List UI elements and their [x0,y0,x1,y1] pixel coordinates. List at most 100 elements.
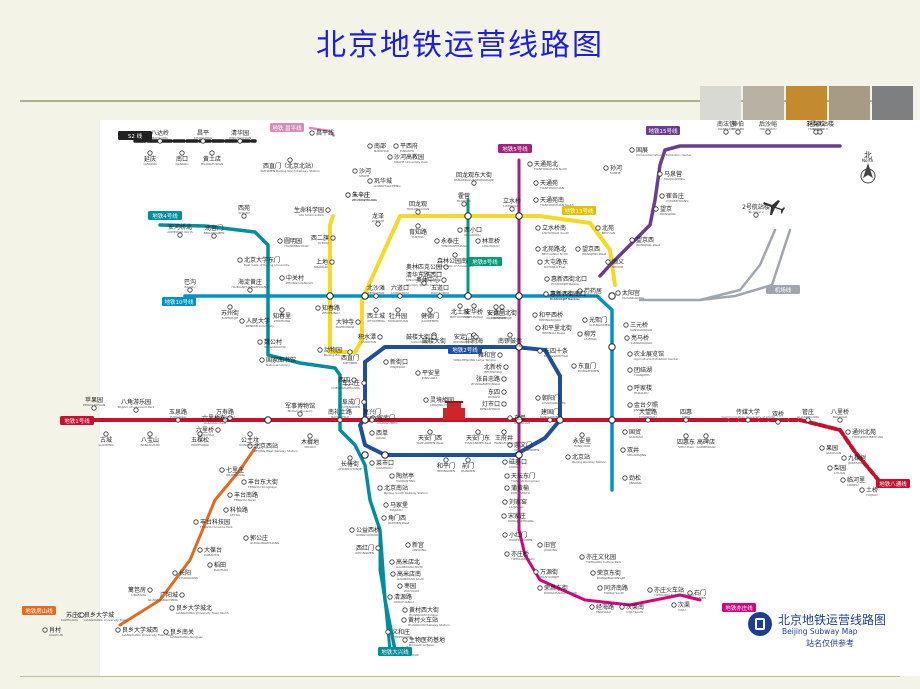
station[interactable] [537,348,543,354]
station[interactable] [457,227,463,233]
station-dot[interactable] [325,207,331,213]
line-badge-batong[interactable]: 地铁八通线 [876,479,910,488]
station-dot[interactable] [395,307,401,313]
line-badge-line4[interactable]: 地铁4号线 [148,211,182,220]
station[interactable] [502,459,508,465]
station-dot[interactable] [765,129,771,135]
station[interactable] [347,455,353,461]
station[interactable] [765,129,771,135]
station[interactable] [222,417,228,423]
station[interactable] [369,430,375,436]
station-dot[interactable] [427,307,433,313]
station-dot[interactable] [627,367,633,373]
station[interactable] [624,335,630,341]
station-dot[interactable] [507,332,513,338]
station-dot[interactable] [687,590,693,596]
station[interactable] [579,554,585,560]
station[interactable] [605,259,611,265]
station-dot[interactable] [547,417,553,423]
station[interactable] [620,447,626,453]
station[interactable] [133,407,139,413]
station[interactable] [237,138,243,144]
station-dot[interactable] [571,363,577,369]
station[interactable] [163,629,169,635]
station[interactable] [629,147,635,153]
station[interactable] [687,590,693,596]
station-dot[interactable] [577,288,583,294]
station-dot[interactable] [241,213,247,219]
station[interactable] [537,585,543,591]
station[interactable] [211,233,217,239]
interchange-marker[interactable] [464,292,472,300]
station-dot[interactable] [385,629,391,635]
line-badge-airport[interactable]: 机场线 [766,285,800,294]
station-dot[interactable] [133,407,139,413]
station-dot[interactable] [375,221,381,227]
station[interactable] [177,232,183,238]
station[interactable] [590,570,596,576]
station[interactable] [279,307,285,313]
station-dot[interactable] [537,585,543,591]
station[interactable] [475,238,481,244]
station[interactable] [197,547,203,553]
station[interactable] [187,287,193,293]
station-dot[interactable] [347,349,353,355]
station[interactable] [623,322,629,328]
station-dot[interactable] [147,150,153,156]
station[interactable] [753,212,759,218]
station-dot[interactable] [330,235,336,241]
station-dot[interactable] [565,454,571,460]
station-dot[interactable] [390,571,396,577]
station[interactable] [241,479,247,485]
station[interactable] [683,417,689,423]
station[interactable] [355,319,361,325]
station[interactable] [387,594,393,600]
station[interactable] [533,180,539,186]
station[interactable] [227,304,233,310]
interchange-marker[interactable] [608,343,616,351]
station-dot[interactable] [589,604,595,610]
station[interactable] [735,129,741,135]
line-badge-daxing[interactable]: 地铁大兴线 [378,647,412,656]
station[interactable] [297,411,303,417]
station-dot[interactable] [345,192,351,198]
station[interactable] [330,235,336,241]
line-badge-line13[interactable]: 地铁13号线 [562,206,596,215]
station[interactable] [653,206,659,212]
station-dot[interactable] [653,206,659,212]
station-dot[interactable] [457,227,463,233]
station[interactable] [622,475,628,481]
station[interactable] [595,225,601,231]
station-dot[interactable] [241,479,247,485]
station[interactable] [367,143,373,149]
station-dot[interactable] [259,357,265,363]
station-dot[interactable] [169,605,175,611]
station[interactable] [373,307,379,313]
station[interactable] [533,197,539,203]
station-dot[interactable] [723,129,729,135]
station[interactable] [841,455,847,461]
station-dot[interactable] [659,193,665,199]
station[interactable] [227,492,233,498]
line-badge-line5[interactable]: 地铁5号线 [498,144,532,153]
station-dot[interactable] [421,280,427,286]
station[interactable] [577,288,583,294]
station[interactable] [619,604,625,610]
station-dot[interactable] [415,209,421,215]
station-dot[interactable] [381,515,387,521]
station[interactable] [381,515,387,521]
station[interactable] [397,293,403,299]
station[interactable] [622,429,628,435]
station-dot[interactable] [79,612,85,618]
interchange-marker[interactable] [556,416,564,424]
station-dot[interactable] [497,352,503,358]
station-dot[interactable] [239,318,245,324]
station-dot[interactable] [147,587,153,593]
station[interactable] [337,417,343,423]
interchange-marker[interactable] [515,451,523,459]
station-dot[interactable] [504,473,510,479]
station-dot[interactable] [627,351,633,357]
station[interactable] [345,192,351,198]
station[interactable] [147,431,153,437]
station[interactable] [421,280,427,286]
